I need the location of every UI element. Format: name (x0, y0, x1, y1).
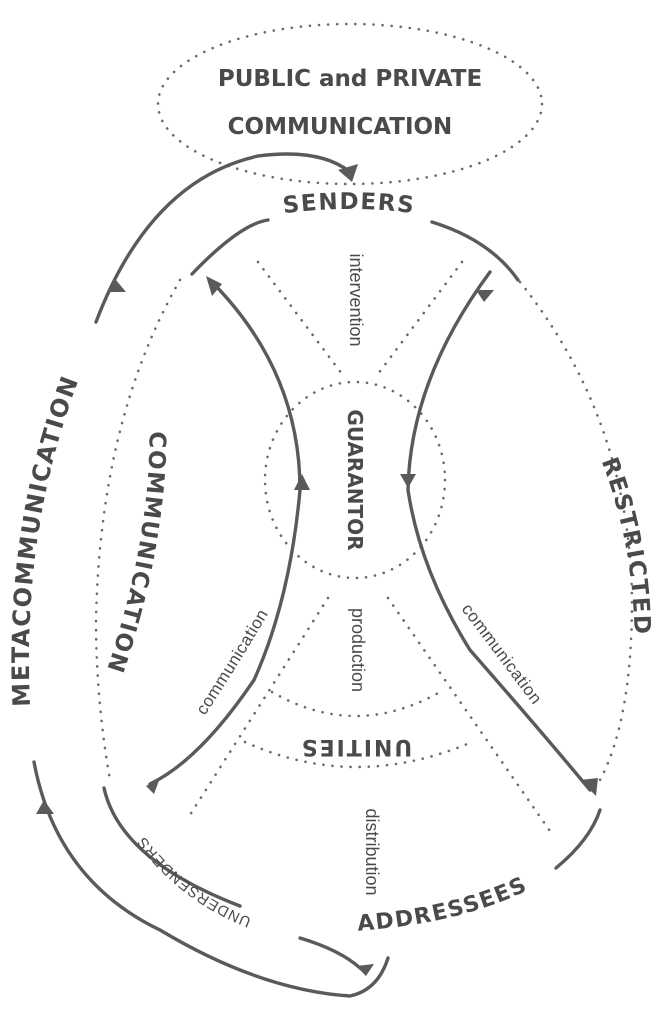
arrowhead-metacommunication-lower (36, 800, 54, 814)
metacommunication-label: METACOMMUNICATION (7, 372, 85, 708)
right-hourglass-upper-line (406, 270, 492, 492)
senders-outer-arc (190, 218, 270, 276)
unities-label: UNITIES (300, 734, 413, 759)
dotted-spoke-upper-left (256, 260, 344, 376)
restricted-label: RESTRICTED (596, 454, 655, 636)
title-ellipse (156, 22, 544, 186)
title-line-1: PUBLIC and PRIVATE (218, 66, 482, 92)
arrowhead-right-hourglass-bottom (580, 778, 598, 796)
dotted-spoke-lower-left (186, 596, 330, 820)
undersenders-label: UNDERSENDERS (134, 833, 254, 930)
undersenders-left-arc (102, 786, 242, 908)
title-line-2: COMMUNICATION (228, 114, 453, 140)
senders-outer-arc-right (430, 220, 520, 282)
right-communication-label: communication (458, 600, 546, 708)
left-hourglass-upper-line (208, 278, 302, 492)
distribution-label: distribution (362, 808, 382, 895)
arrowhead-left-hourglass-mid (294, 474, 310, 490)
intervention-label: intervention (346, 253, 366, 346)
arrowhead-right-hourglass-top (476, 290, 494, 302)
title-to-senders-arrow-line (94, 152, 352, 324)
production-label: production (348, 608, 368, 692)
arrowhead-to-senders (338, 164, 358, 182)
right-hourglass-lower-line (406, 488, 592, 792)
outer-right-dotted-boundary (518, 280, 634, 782)
arrowhead-right-hourglass-mid (400, 474, 416, 488)
unities-dotted-arc-upper (270, 690, 442, 718)
arrowhead-to-addressees-bottom (356, 964, 374, 976)
arrowhead-left-hourglass-bottom (146, 778, 160, 794)
arrowhead-left-hourglass-top (206, 276, 222, 296)
guarantor-label: GUARANTOR (343, 409, 367, 550)
addressees-right-arc (554, 808, 602, 870)
arrowhead-metacommunication-up (108, 280, 126, 292)
dotted-spoke-upper-right (376, 260, 464, 376)
left-hourglass-lower-line (148, 488, 302, 786)
addressees-to-undersenders-line (298, 936, 362, 970)
guarantor-dotted-circle (263, 380, 447, 580)
metacommunication-lower-arrow-line (32, 760, 390, 998)
senders-label: SENDERS (281, 189, 416, 219)
